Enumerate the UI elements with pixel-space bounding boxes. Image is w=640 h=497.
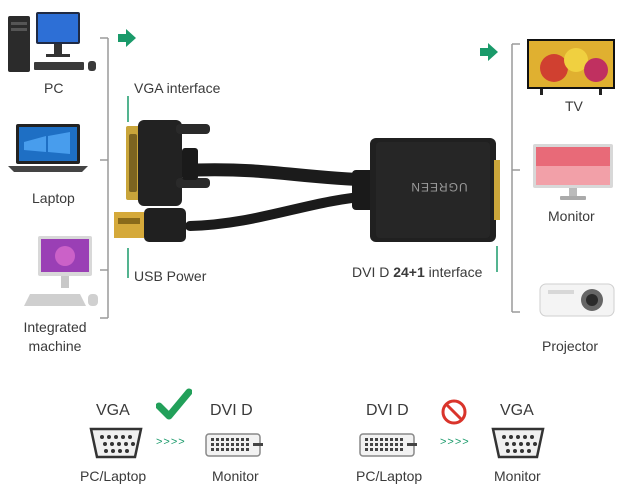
compat-unsupported-to: VGA (500, 402, 534, 419)
dvi-port-icon (205, 433, 263, 457)
right-green-arrow-icon (480, 43, 498, 61)
vga-cable (189, 163, 379, 187)
monitor-icon (533, 144, 613, 200)
usb-cable (185, 191, 377, 231)
source-laptop (8, 122, 88, 174)
display-label-tv: TV (565, 98, 583, 114)
compat-unsupported-from-device: PC/Laptop (356, 468, 423, 484)
dvi-port-icon (359, 433, 417, 457)
adapter-body (352, 138, 500, 242)
display-bracket (511, 43, 520, 313)
display-monitor (532, 140, 614, 202)
compat-unsupported-from: DVI D (366, 402, 409, 419)
dvi-label-bold: 24+1 (393, 264, 425, 280)
laptop-icon (8, 124, 88, 172)
compat-supported-to: DVI D (210, 402, 253, 419)
compat-unsupported-to-device: Monitor (494, 468, 541, 484)
usb-power-label: USB Power (134, 268, 207, 284)
display-label-projector: Projector (542, 338, 599, 354)
source-bracket (100, 37, 109, 319)
projector-icon (539, 283, 615, 317)
left-green-arrow-icon (118, 29, 136, 47)
check-icon (156, 388, 192, 420)
compat-supported-to-device: Monitor (212, 468, 259, 484)
desktop-pc-icon (8, 12, 96, 72)
vga-connector (126, 120, 210, 206)
source-integrated-machine (24, 232, 104, 310)
tv-icon (527, 39, 615, 95)
source-label-integrated-line2: machine (28, 338, 82, 354)
compat-unsupported-arrows: >>>> (440, 436, 470, 448)
display-label-monitor: Monitor (548, 208, 595, 224)
source-label-laptop: Laptop (32, 190, 75, 206)
source-label-integrated-line1: Integrated (23, 319, 87, 335)
vga-interface-label: VGA interface (134, 80, 221, 96)
vga-port-icon (491, 427, 545, 459)
display-tv (526, 38, 616, 96)
dvi-label-prefix: DVI D (352, 264, 394, 280)
compat-supported-from-device: PC/Laptop (80, 468, 147, 484)
all-in-one-computer-icon (24, 236, 98, 306)
usb-connector (114, 208, 186, 242)
adapter-brand-label: UGREEN (410, 180, 468, 194)
dvi-interface-label: DVI D 24+1 interface (352, 264, 482, 280)
source-label-pc: PC (44, 80, 64, 96)
dvi-label-suffix: interface (424, 264, 483, 280)
compat-supported-arrows: >>>> (156, 436, 186, 448)
display-projector (538, 276, 618, 320)
vga-port-icon (89, 427, 143, 459)
source-pc (6, 6, 100, 76)
compat-supported-from: VGA (96, 402, 130, 419)
callout-lines (127, 96, 498, 278)
prohibited-icon (441, 399, 467, 425)
